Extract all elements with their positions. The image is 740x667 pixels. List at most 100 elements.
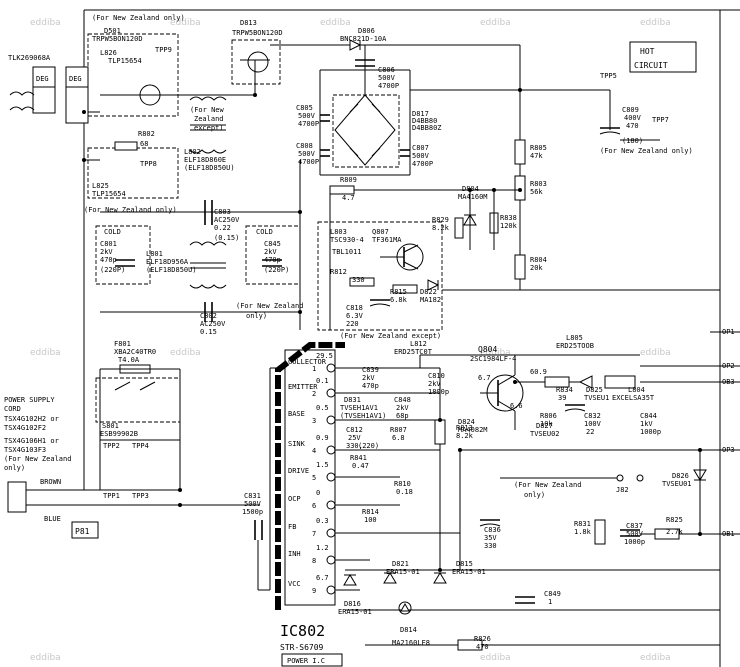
component-label-d813p: TRPW5BON120D [232,29,283,37]
component-label-c836v1: 35V [484,534,497,542]
ic-caption: POWER I.C [287,657,325,665]
component-label-r804: R804 [530,256,547,264]
component-label-l825: L825 [92,182,109,190]
note-nz-only: (For New Zealand only) [84,206,177,214]
component-label-r829v: 8.2k [432,224,450,232]
component-label-d826: D826 [672,472,689,480]
power-cord-title: POWER SUPPLY [4,396,55,404]
component-label-r841: R841 [350,454,367,462]
watermarks: eddiba eddiba eddiba eddiba eddiba eddib… [30,18,671,663]
component-label-r841v: 0.47 [352,462,369,470]
watermark: eddiba [170,348,201,358]
ic-pin [326,472,336,482]
component-label-r814: R814 [362,508,379,516]
ic-pin-name: EMITTER [288,383,318,391]
component-label-c839v1: 2kV [362,374,375,382]
component-label-r803: R803 [530,180,547,188]
component-label-c845v3: (220P) [264,266,289,274]
component-label-c844v2: 1000p [640,428,661,436]
ic-pin-number: 1 [312,365,316,373]
component-label-c802v1: AC250V [200,320,226,328]
component-label-c832v1: 100V [584,420,602,428]
component-label-deg2: DEG [69,75,82,83]
component-label-r826: R826 [474,635,491,643]
component-label-l805p: ERD25TOOB [556,342,594,350]
component-label-d806p: BNC821D-10A [340,35,387,43]
component-label-d816p: ERA15-01 [338,608,372,616]
component-label-q807: Q807 [372,228,389,236]
component-label-d804p: MA4160M [458,193,488,201]
watermark: eddiba [480,348,511,358]
component-label-r825v: 2.7k [666,528,684,536]
watermark: eddiba [480,653,511,663]
component-label-s801: S801 [102,422,119,430]
component-label-c845v1: 2kV [264,248,277,256]
component-label-c836: C836 [484,526,501,534]
note-nz-only-a: (For New Zealand [514,481,581,489]
component-label-c803v2: 0.22 [214,224,231,232]
component-label-c808v2: 4700P [298,158,319,166]
ic-pin [326,500,336,510]
component-label-cold2: COLD [256,228,273,236]
component-label-c809v2: 470 [626,122,639,130]
component-label-c803v3: (0.15) [214,234,239,242]
component-label-r802v: 68 [140,140,148,148]
component-label-r814v: 100 [364,516,377,524]
ic-name: IC802 [280,622,325,640]
component-label-c848v2: 68p [396,412,409,420]
edge-connector-label: OB1 [722,530,735,538]
q804-v-coll: 60.9 [530,368,547,376]
hot-circuit-line2: CIRCUIT [634,61,668,70]
component-label-d815: D815 [456,560,473,568]
ic-pin [326,363,336,373]
power-cord-note: only) [4,464,25,472]
component-label-c812: C812 [346,426,363,434]
component-label-c810: C810 [428,372,445,380]
power-cord-note: (For New Zealand [4,455,71,463]
watermark: eddiba [30,18,61,28]
component-label-c818v2: 220 [346,320,359,328]
component-label-l801p2: (ELF18D850U) [146,266,197,274]
q804-v-emit: 6.6 [510,402,523,410]
hot-circuit-box [629,41,697,73]
component-label-c849v: 1 [548,598,552,606]
component-label-d831p2: (TVSEH1AV1) [340,412,386,420]
note-nz-only: (For New Zealand only) [92,14,185,22]
component-label-tpp2: TPP2 [103,442,120,450]
component-label-c848: C848 [394,396,411,404]
component-label-c839: C839 [362,366,379,374]
component-label-d817p1: D4BB80 [412,117,437,125]
ic-pin [326,388,336,398]
component-label-deg1: DEG [36,75,49,83]
ic-pin-number: 5 [312,474,316,482]
component-label-r805: R805 [530,144,547,152]
ic-pin [326,415,336,425]
ic-pin-number: 9 [312,587,316,595]
component-label-c807v1: 500V [412,152,430,160]
component-label-l802p1: ELF18D860E [184,156,226,164]
ic-part: STR-S6709 [280,643,324,652]
component-label-c801v1: 2kV [100,248,113,256]
component-label-d806: D806 [358,27,375,35]
ic-pin-name: FB [288,523,296,531]
component-label-d826p: TVSEU01 [662,480,692,488]
ic-pin-number: 6 [312,502,316,510]
component-label-l826p: TLP15654 [108,57,142,65]
component-label-d501p: TRPW5BON120D [92,35,143,43]
component-label-tpp7: TPP7 [652,116,669,124]
component-label-tpp5: TPP5 [600,72,617,80]
component-label-c812v2: 330, [346,442,363,450]
edge-connector-label: OP3 [722,446,735,454]
component-label-c831v2: 1500p [242,508,263,516]
component-label-r834v: 39 [558,394,566,402]
component-label-f801: F801 [114,340,131,348]
component-label-c802: C802 [200,312,217,320]
component-label-c807v2: 4700P [412,160,433,168]
watermark: eddiba [30,348,61,358]
component-label-l804: L804 [628,386,645,394]
component-label-c845: C845 [264,240,281,248]
junctions [82,88,702,572]
component-label-l802: L802 [184,148,201,156]
component-label-r812: R812 [330,268,347,276]
